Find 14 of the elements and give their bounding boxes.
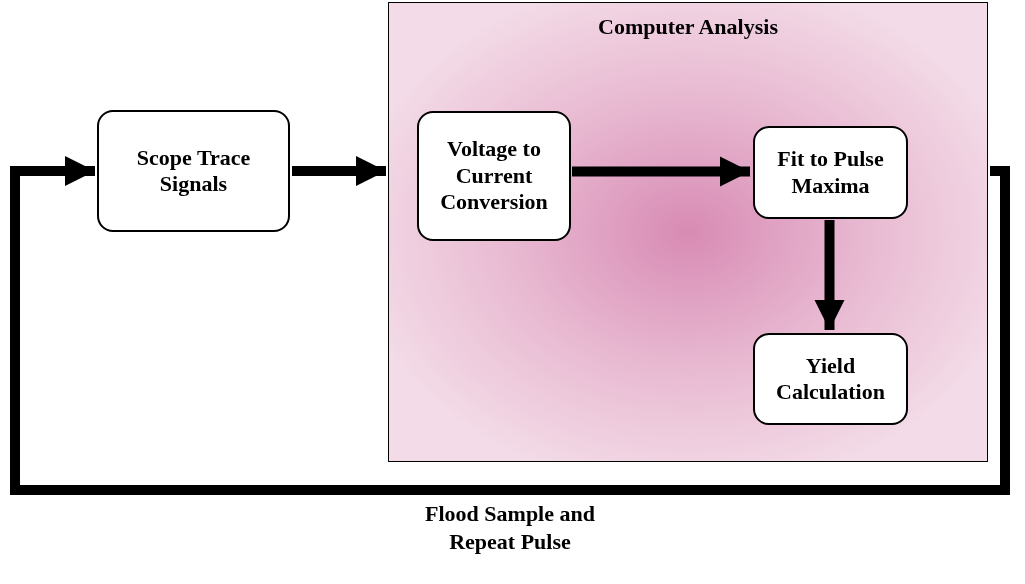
- process-box: [753, 126, 908, 219]
- process-box: [417, 111, 571, 241]
- box-label: Scope Trace Signals: [135, 144, 252, 198]
- process-box: [753, 333, 908, 425]
- arrow: [572, 156, 750, 187]
- arrow: [814, 220, 845, 330]
- box-label: Fit to Pulse Maxima: [776, 146, 885, 199]
- group-panel: [388, 2, 988, 462]
- box-label: Voltage to Current Conversion: [439, 136, 549, 216]
- process-box: [97, 110, 290, 232]
- box-label: Yield Calculation: [775, 352, 886, 406]
- group-title: Computer Analysis: [597, 13, 779, 41]
- arrow: [10, 156, 1010, 495]
- arrow: [292, 156, 386, 186]
